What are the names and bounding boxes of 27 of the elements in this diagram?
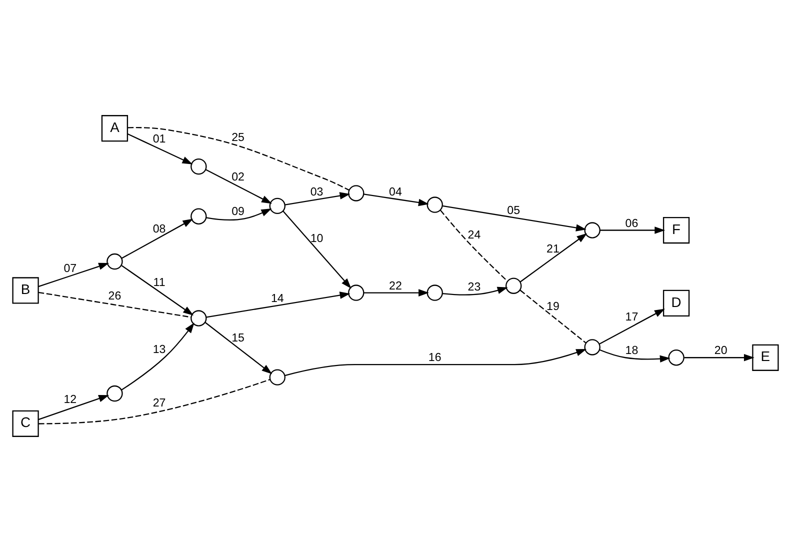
edge-label: 13 — [152, 344, 166, 356]
edge-label: 23 — [468, 280, 481, 293]
edge-label: 04 — [389, 186, 402, 198]
edge-label: 21 — [546, 242, 560, 255]
edge-label: 14 — [270, 292, 284, 305]
edge-label: 01 — [152, 132, 166, 145]
edge-label: 22 — [389, 280, 402, 292]
edge-label: 09 — [232, 206, 244, 218]
edge-label: 15 — [232, 332, 244, 344]
edge-label: 25 — [232, 132, 244, 144]
edge-label: 20 — [714, 344, 728, 357]
edge-label: 11 — [153, 276, 166, 288]
edge-label: 16 — [428, 352, 442, 364]
edge-label: 27 — [152, 396, 166, 409]
edge-label: 26 — [108, 290, 122, 302]
edge-label: 17 — [625, 311, 638, 324]
edge-label: 07 — [64, 262, 77, 274]
edge-label: 05 — [507, 204, 520, 217]
edge-label: 24 — [468, 228, 481, 241]
edge-label: 02 — [232, 170, 244, 183]
edge-label: 06 — [625, 217, 638, 230]
edge-label: 12 — [64, 393, 77, 406]
edge-label: 18 — [625, 344, 638, 357]
edge-label: 08 — [152, 223, 166, 236]
edge-label: 10 — [310, 232, 324, 244]
edge-label: 03 — [310, 186, 324, 198]
edge-label: 19 — [546, 300, 560, 313]
